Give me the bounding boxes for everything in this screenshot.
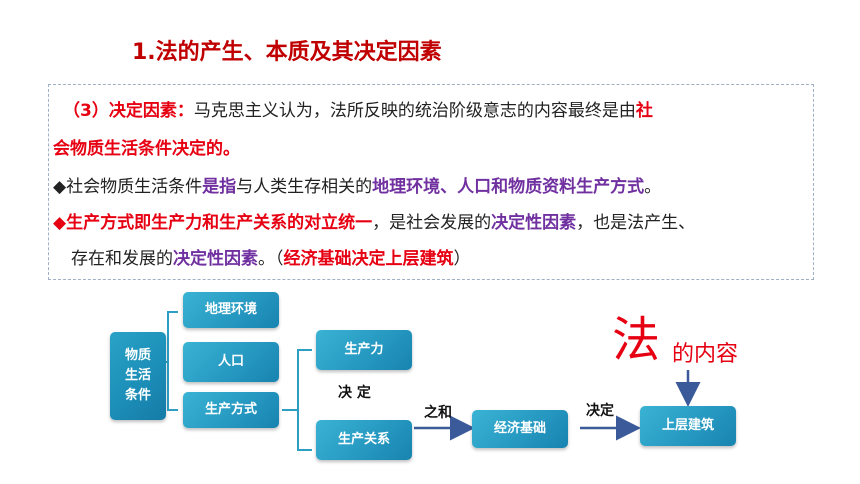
- node-jingji-label: 经济基础: [493, 421, 546, 436]
- node-shangceng-label: 上层建筑: [661, 418, 714, 433]
- node-guanxi-label: 生产关系: [337, 432, 390, 447]
- node-renkou: 人口: [183, 342, 279, 382]
- node-shengchan-guanxi: 生产关系: [316, 420, 412, 460]
- node-wuzhi-shenghuo-tiaojian: 物质 生活 条件: [110, 332, 166, 420]
- node-shangceng-jianzhu: 上层建筑: [640, 406, 736, 446]
- content-box: （3）决定因素：马克思主义认为，法所反映的统治阶级意志的内容最终是由社 会物质生…: [48, 84, 814, 280]
- label-jueding-vertical: 决 定: [338, 385, 371, 401]
- paragraph-line-4: ◆生产方式即生产力和生产关系的对立统一，是社会发展的决定性因素，也是法产生、: [53, 211, 695, 235]
- line5-text-c: ）: [453, 249, 471, 269]
- node-renkou-label: 人口: [217, 354, 244, 369]
- label-zhihe: 之和: [424, 405, 452, 421]
- line4-text-a: ，是社会发展的: [372, 213, 492, 233]
- paragraph-line-2: 会物质生活条件决定的。: [53, 137, 240, 161]
- line3-text-c: 。: [644, 177, 662, 197]
- fa-content-label: 的内容: [672, 342, 739, 367]
- node-dili-huanjing: 地理环境: [183, 292, 279, 328]
- node-dili-label: 地理环境: [204, 302, 257, 317]
- node-wuzhi-label: 物质 生活 条件: [124, 348, 151, 403]
- section-heading: （3）决定因素：: [63, 101, 194, 121]
- line5-text-b: 。（: [258, 249, 284, 269]
- line5-text-a: 存在和发展的: [71, 249, 173, 269]
- bullet-icon: ◆: [53, 177, 67, 197]
- bracket-right: [282, 349, 312, 451]
- bullet-icon-red: ◆: [53, 213, 67, 233]
- node-fangshi-label: 生产方式: [204, 402, 257, 417]
- line5-emphasis-b: 经济基础决定上层建筑: [283, 249, 454, 269]
- line5-emphasis-a: 决定性因素: [173, 249, 258, 269]
- line4-emphasis-b: 决定性因素: [491, 213, 577, 233]
- node-jingji-jichu: 经济基础: [472, 410, 568, 448]
- line3-text-a: 社会物质生活条件: [66, 177, 203, 197]
- line1-emphasis: 社: [635, 101, 653, 121]
- line3-text-b: 与人类生存相关的: [236, 177, 373, 197]
- line3-emphasis-a: 是指: [202, 177, 237, 197]
- page-title: 1.法的产生、本质及其决定因素: [132, 40, 442, 65]
- paragraph-line-5: 存在和发展的决定性因素。（经济基础决定上层建筑）: [71, 247, 471, 271]
- node-shengchanli: 生产力: [316, 330, 412, 370]
- line4-text-b: ，也是法产生、: [576, 213, 696, 233]
- line2-emphasis: 会物质生活条件决定的。: [53, 139, 240, 159]
- line1-text: 马克思主义认为，法所反映的统治阶级意志的内容最终是由: [193, 101, 636, 121]
- node-shengchan-fangshi: 生产方式: [183, 392, 279, 428]
- line3-emphasis-b: 地理环境、人口和物质资料生产方式: [372, 177, 645, 197]
- label-jueding: 决定: [586, 403, 614, 419]
- node-shengchanli-label: 生产力: [344, 342, 384, 357]
- fa-character: 法: [612, 312, 661, 368]
- line4-emphasis-a: 生产方式即生产力和生产关系的对立统一: [66, 213, 373, 233]
- paragraph-line-1: （3）决定因素：马克思主义认为，法所反映的统治阶级意志的内容最终是由社: [63, 99, 653, 123]
- paragraph-line-3: ◆社会物质生活条件是指与人类生存相关的地理环境、人口和物质资料生产方式。: [53, 175, 661, 199]
